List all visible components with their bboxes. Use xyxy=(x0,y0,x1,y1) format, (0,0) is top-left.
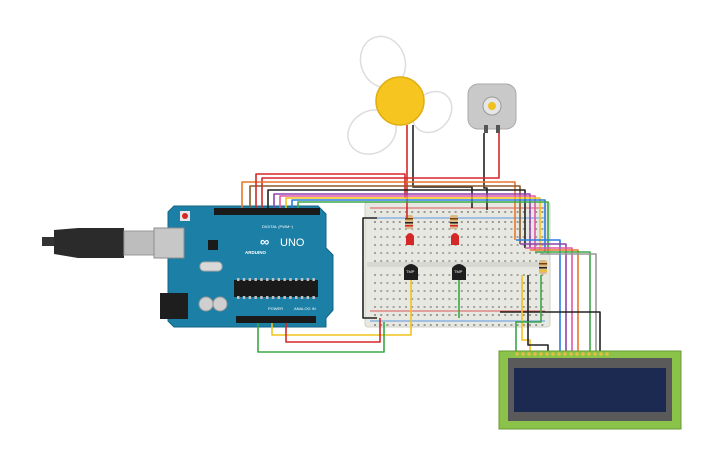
digital-header-label: DIGITAL (PWM~) xyxy=(262,224,294,229)
wire-pink-1[interactable] xyxy=(279,195,536,250)
wire-orange-1[interactable] xyxy=(241,181,516,240)
capacitor-2 xyxy=(212,296,228,312)
dc-motor-terminal-1 xyxy=(484,125,488,133)
led-1[interactable] xyxy=(406,233,414,245)
lcd-display[interactable] xyxy=(498,350,682,430)
wire-lcd-purple[interactable] xyxy=(520,243,567,352)
wire-black-1[interactable] xyxy=(267,189,526,248)
wire-lcd-green-2[interactable] xyxy=(515,275,542,352)
power-analog-pin-header[interactable] xyxy=(236,316,316,323)
usb-ic xyxy=(208,240,218,250)
wire-red-fan[interactable] xyxy=(255,173,406,208)
wire-lcd-green[interactable] xyxy=(535,251,591,352)
wire-yellow-1[interactable] xyxy=(285,197,541,250)
sensor-1-label: TMP xyxy=(406,269,415,274)
lcd-pin-header xyxy=(515,352,609,356)
wires xyxy=(241,125,601,353)
lcd-screen xyxy=(514,368,666,412)
dc-motor-terminal-2 xyxy=(496,125,500,133)
wire-motor-red[interactable] xyxy=(261,133,500,208)
wire-red-power[interactable] xyxy=(285,318,381,343)
digital-pin-header[interactable] xyxy=(214,208,320,215)
usb-cable-tip xyxy=(42,237,54,246)
wire-motor-black[interactable] xyxy=(483,133,488,210)
wire-purple-1[interactable] xyxy=(273,193,531,248)
resistor-3[interactable] xyxy=(539,260,547,274)
wire-lcd-grey[interactable] xyxy=(540,253,597,352)
sensor-2-label: TMP xyxy=(454,269,463,274)
temperature-sensor-2[interactable]: TMP xyxy=(452,264,466,280)
fan-motor[interactable] xyxy=(340,30,460,163)
wire-lcd-black[interactable] xyxy=(500,311,601,352)
wire-blue-1[interactable] xyxy=(291,199,546,252)
breadboard-holes xyxy=(374,211,544,326)
resistor-2[interactable] xyxy=(450,215,458,229)
atmega-chip xyxy=(234,280,318,297)
usb-plug-body[interactable] xyxy=(54,228,124,258)
power-jack xyxy=(160,293,188,319)
fan-hub xyxy=(375,76,425,126)
wire-lcd-pink[interactable] xyxy=(525,247,573,352)
usb-plug-metal xyxy=(123,230,155,256)
wire-lcd-orange[interactable] xyxy=(530,249,579,352)
capacitor-1 xyxy=(198,296,214,312)
reset-button-cap xyxy=(182,213,188,219)
sensor-1-body xyxy=(404,264,418,280)
temperature-sensor-1[interactable]: TMP xyxy=(404,264,418,280)
analog-header-label: ANALOG IN xyxy=(294,306,316,311)
dc-motor-shaft xyxy=(488,102,496,110)
chip-pins xyxy=(237,278,315,299)
dc-motor[interactable] xyxy=(467,83,517,133)
wire-lcd-blue[interactable] xyxy=(516,239,561,352)
wire-brown[interactable] xyxy=(249,185,521,244)
usb-b-socket xyxy=(153,227,185,259)
led-2[interactable] xyxy=(451,233,459,245)
arduino-uno[interactable]: ∞ ARDUINO UNO DIGITAL (PWM~) POWER ANALO… xyxy=(42,205,334,328)
power-header-label: POWER xyxy=(268,306,283,311)
wire-green-1[interactable] xyxy=(297,201,549,254)
wire-gnd-left[interactable] xyxy=(362,217,377,319)
arduino-model-label: UNO xyxy=(280,237,305,249)
crystal-oscillator xyxy=(199,261,223,272)
wire-sensor-1-yellow[interactable] xyxy=(271,280,412,336)
wire-lcd-black-2[interactable] xyxy=(527,275,549,352)
arduino-brand-label: ARDUINO xyxy=(245,250,266,255)
infinity-logo: ∞ xyxy=(260,234,269,249)
sensor-2-body xyxy=(452,264,466,280)
resistor-1[interactable] xyxy=(405,215,413,229)
wire-lcd-yellow[interactable] xyxy=(521,275,531,352)
wire-green-power[interactable] xyxy=(257,322,385,353)
